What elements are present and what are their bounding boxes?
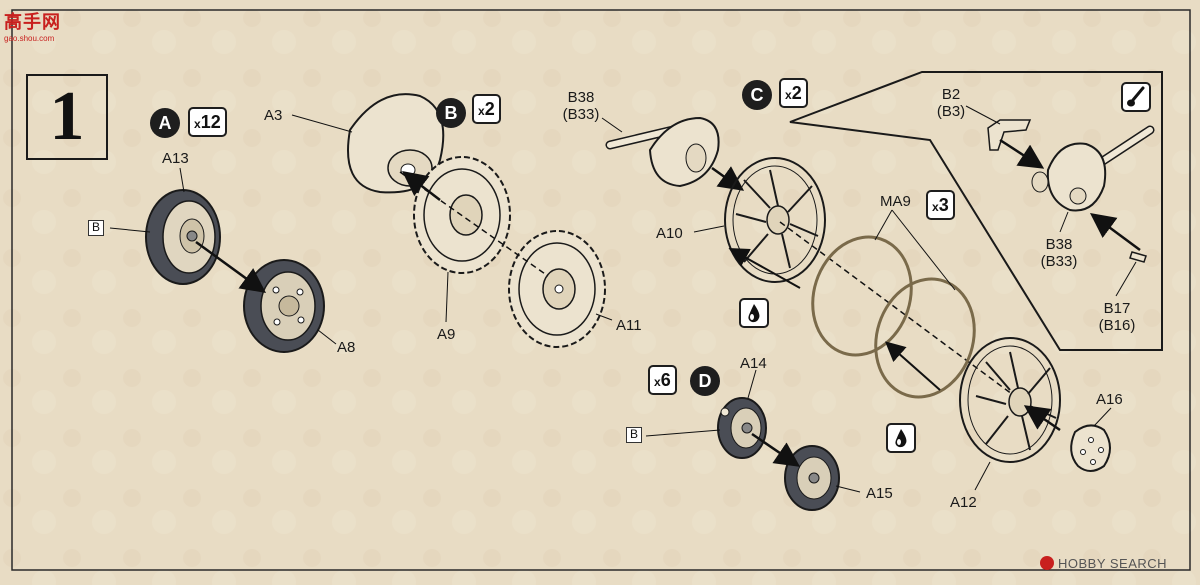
boxed-b-marker: B [88,220,104,236]
leader-lines [109,105,1137,493]
axle-b38 [605,116,720,188]
detail-b2 [987,119,1032,151]
wheel-a10 [724,157,826,283]
brand-text: HOBBY SEARCH [1058,556,1168,571]
label-a15: A15 [866,485,893,502]
watermark-logo: 高手网 gao.shou.com [4,8,82,43]
arrow-glue-a10 [728,248,801,289]
wheel-a15 [784,445,840,511]
qty-value: 12 [200,112,221,132]
group-a-badge: A [150,108,180,138]
arrow-b38-a10 [711,166,745,191]
ring-ma9-2 [874,277,976,399]
hub-a3 [347,93,445,194]
arrow-a16-a12 [1023,405,1061,432]
glue-drop-icon [739,298,769,328]
group-b-badge: B [436,98,466,128]
source-brand: HOBBY SEARCH [1040,556,1167,571]
qty-value: 2 [791,83,802,103]
qty-value: 2 [484,99,495,119]
label-b38-detail-main: B38 [1045,236,1073,253]
label-a14: A14 [740,355,767,372]
qty-prefix: x [654,375,661,389]
group-b-qty: x2 [472,94,501,124]
wheel-a13 [145,189,221,285]
step-frame [11,9,1191,571]
label-b16-alt: (B16) [1098,317,1136,334]
arrow-b17 [1089,213,1141,252]
leader-ma9-2 [891,209,956,291]
arrow-b2 [999,138,1045,169]
group-a-qty: x12 [188,107,227,137]
group-c-qty: x2 [779,78,808,108]
label-b3-alt: (B3) [936,103,966,120]
qty-prefix: x [194,117,201,131]
label-b38-detail: B38 (B33) [1032,236,1086,270]
hub-a16 [1070,424,1111,472]
arrow-a14-a15 [751,432,801,467]
wheel-a8 [243,259,325,353]
label-b38: B38 (B33) [557,89,605,123]
qty-value: 3 [938,195,949,215]
leader-ma9-1 [874,209,893,241]
label-b38-main: B38 [567,89,595,106]
label-b33-alt: (B33) [562,106,600,123]
qty-value: 6 [660,370,671,390]
label-b17-main: B17 [1103,300,1131,317]
brand-logo-icon [1040,556,1054,570]
label-b2: B2 (B3) [933,86,969,120]
arrow-glue-ma9 [885,341,941,391]
label-a9: A9 [437,326,456,343]
group-d-badge: D [690,366,720,396]
label-b33-detail-alt: (B33) [1040,253,1078,270]
detail-b17 [1129,251,1147,263]
group-c-badge: C [742,80,772,110]
group-d-qty: x6 [648,365,677,395]
wheel-a12 [959,337,1061,463]
detail-inset [789,71,1163,351]
label-a8: A8 [337,339,356,356]
ring-ma9-1 [811,235,913,357]
label-a3: A3 [264,107,283,124]
label-a10: A10 [656,225,683,242]
label-b17: B17 (B16) [1090,300,1144,334]
label-a13: A13 [162,150,189,167]
label-b2-main: B2 [941,86,961,103]
label-a11: A11 [616,317,642,334]
watermark-text: 高手网 [4,12,61,32]
watermark-url: gao.shou.com [4,34,55,43]
ma9-qty: x3 [926,190,955,220]
detail-b38-assembly [1031,125,1155,212]
wheel-a14 [717,397,767,459]
label-a12: A12 [950,494,977,511]
boxed-b-marker: B [626,427,642,443]
qty-prefix: x [932,200,939,214]
qty-prefix: x [785,88,792,102]
sprocket-a11 [508,230,606,348]
step-number: 1 [26,74,108,160]
glue-drop-icon [886,423,916,453]
cement-brush-icon [1121,82,1151,112]
label-a16: A16 [1096,391,1123,408]
arrow-a9-a3 [402,170,441,201]
arrow-a13-a8 [195,240,267,293]
qty-prefix: x [478,104,485,118]
label-ma9: MA9 [880,193,911,210]
